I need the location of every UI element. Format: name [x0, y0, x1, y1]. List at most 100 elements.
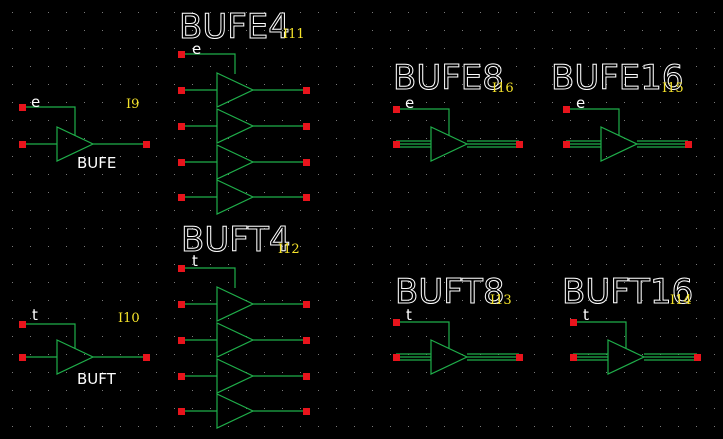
grid-dot [714, 120, 715, 121]
grid-dot [246, 390, 247, 391]
grid-dot [588, 372, 589, 373]
buft16-enable-label: t [583, 306, 589, 324]
grid-dot [210, 336, 211, 337]
grid-dot [624, 354, 625, 355]
grid-dot [390, 12, 391, 13]
grid-dot [552, 48, 553, 49]
grid-dot [462, 318, 463, 319]
grid-dot [678, 102, 679, 103]
buft8-type-label: BUFT8 [395, 272, 505, 312]
grid-dot [354, 30, 355, 31]
grid-dot [660, 66, 661, 67]
grid-dot [354, 318, 355, 319]
grid-dot [228, 408, 229, 409]
bufe-type-label: BUFE [77, 154, 116, 172]
grid-dot [624, 84, 625, 85]
grid-dot [48, 300, 49, 301]
grid-dot [390, 408, 391, 409]
grid-dot [66, 300, 67, 301]
grid-dot [84, 426, 85, 427]
grid-dot [372, 282, 373, 283]
grid-dot [642, 102, 643, 103]
bufe-buffer-symbol [56, 126, 95, 162]
grid-dot [552, 120, 553, 121]
grid-dot [318, 138, 319, 139]
grid-dot [174, 336, 175, 337]
grid-dot [642, 66, 643, 67]
grid-dot [84, 192, 85, 193]
grid-dot [210, 30, 211, 31]
grid-dot [354, 228, 355, 229]
grid-dot [300, 228, 301, 229]
grid-dot [588, 426, 589, 427]
grid-dot [462, 138, 463, 139]
grid-dot [552, 12, 553, 13]
grid-dot [372, 336, 373, 337]
grid-dot [174, 30, 175, 31]
grid-dot [318, 12, 319, 13]
grid-dot [192, 48, 193, 49]
grid-dot [12, 372, 13, 373]
grid-dot [372, 138, 373, 139]
bufe-instance-label: I9 [126, 97, 139, 112]
grid-dot [606, 318, 607, 319]
grid-dot [318, 156, 319, 157]
grid-dot [30, 354, 31, 355]
buft-enable-label: t [32, 306, 38, 324]
grid-dot [642, 120, 643, 121]
grid-dot [30, 282, 31, 283]
grid-dot [534, 318, 535, 319]
grid-dot [336, 120, 337, 121]
grid-dot [138, 138, 139, 139]
grid-dot [372, 228, 373, 229]
grid-dot [696, 372, 697, 373]
grid-dot [642, 48, 643, 49]
grid-dot [84, 84, 85, 85]
grid-dot [192, 300, 193, 301]
grid-dot [372, 174, 373, 175]
grid-dot [534, 282, 535, 283]
grid-dot [552, 264, 553, 265]
grid-dot [498, 120, 499, 121]
grid-dot [120, 84, 121, 85]
grid-dot [570, 282, 571, 283]
grid-dot [192, 12, 193, 13]
grid-dot [102, 30, 103, 31]
grid-dot [228, 300, 229, 301]
grid-dot [534, 336, 535, 337]
grid-dot [156, 390, 157, 391]
grid-dot [426, 426, 427, 427]
buft-buffer-symbol [56, 339, 95, 375]
grid-dot [390, 354, 391, 355]
grid-dot [606, 192, 607, 193]
grid-dot [246, 84, 247, 85]
grid-dot [678, 30, 679, 31]
grid-dot [534, 210, 535, 211]
grid-dot [66, 120, 67, 121]
grid-dot [606, 102, 607, 103]
grid-dot [30, 192, 31, 193]
grid-dot [444, 48, 445, 49]
grid-dot [462, 174, 463, 175]
grid-dot [12, 318, 13, 319]
grid-dot [318, 48, 319, 49]
grid-dot [246, 48, 247, 49]
grid-dot [12, 264, 13, 265]
grid-dot [642, 318, 643, 319]
grid-dot [102, 174, 103, 175]
grid-dot [624, 12, 625, 13]
grid-dot [174, 228, 175, 229]
grid-dot [156, 282, 157, 283]
grid-dot [282, 336, 283, 337]
grid-dot [408, 228, 409, 229]
grid-dot [246, 282, 247, 283]
grid-dot [102, 48, 103, 49]
grid-dot [390, 318, 391, 319]
grid-dot [606, 84, 607, 85]
grid-dot [300, 84, 301, 85]
grid-dot [678, 138, 679, 139]
bufe16-enable-pin [563, 106, 570, 113]
grid-dot [426, 282, 427, 283]
grid-dot [102, 246, 103, 247]
grid-dot [336, 156, 337, 157]
